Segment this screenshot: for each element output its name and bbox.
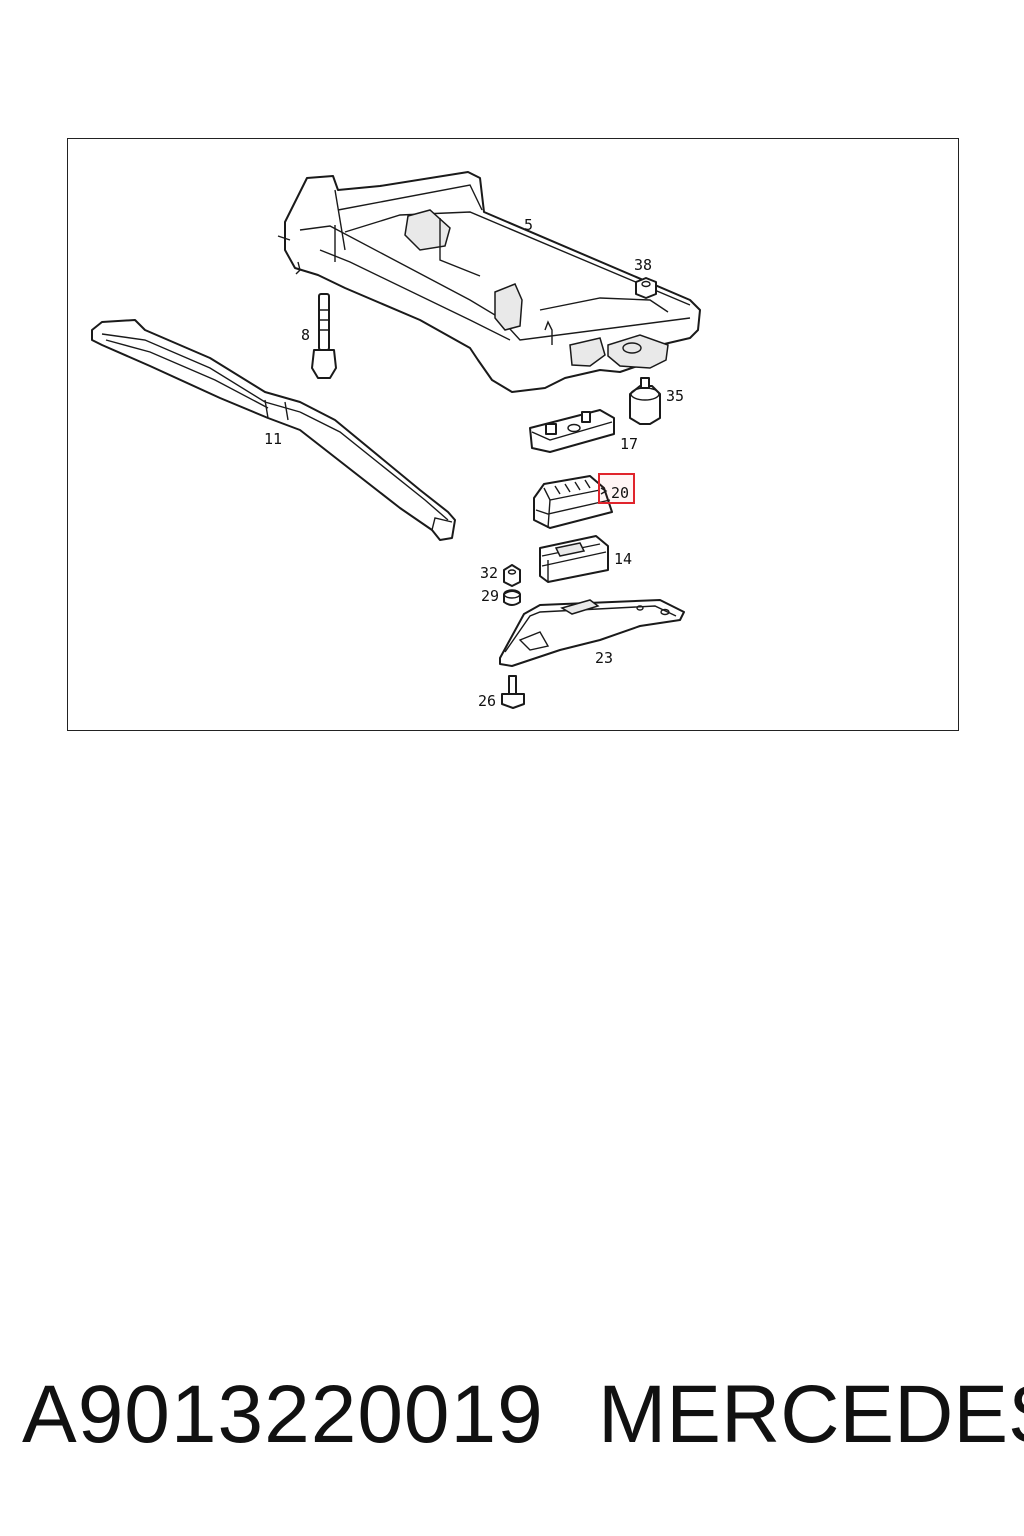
washer-part-29[interactable] — [503, 589, 521, 606]
callout-35[interactable]: 35 — [666, 387, 684, 405]
bolt-part-8[interactable] — [311, 293, 337, 379]
brand-name: MERCEDES — [598, 1369, 1024, 1460]
mount-part-20[interactable] — [533, 475, 613, 529]
nut-part-32[interactable] — [503, 564, 521, 587]
highlight-box-20 — [598, 473, 635, 504]
callout-38[interactable]: 38 — [634, 256, 652, 274]
rubber-mount-part-35[interactable] — [629, 377, 661, 425]
mount-part-14[interactable] — [539, 535, 609, 583]
callout-20[interactable]: 20 — [611, 484, 629, 502]
bracket-plate-part-23[interactable] — [499, 599, 685, 667]
callout-23[interactable]: 23 — [595, 649, 613, 667]
callout-29[interactable]: 29 — [481, 587, 499, 605]
callout-26[interactable]: 26 — [478, 692, 496, 710]
callout-14[interactable]: 14 — [614, 550, 632, 568]
footer: A9013220019 MERCEDES — [22, 1368, 1024, 1478]
nut-part-38[interactable] — [635, 277, 657, 299]
leaf-spring-part-11[interactable] — [91, 319, 456, 541]
callout-17[interactable]: 17 — [620, 435, 638, 453]
plate-part-17[interactable] — [529, 409, 615, 453]
screw-part-26[interactable] — [501, 675, 525, 709]
part-number: A9013220019 — [22, 1369, 544, 1460]
callout-5[interactable]: 5 — [524, 216, 533, 234]
callout-20-pointer — [600, 487, 608, 495]
exploded-parts-diagram: 5 38 8 35 11 17 20 14 32 29 23 26 — [91, 171, 701, 710]
callout-11[interactable]: 11 — [264, 430, 282, 448]
crossmember-part-5[interactable] — [277, 171, 701, 393]
callout-32[interactable]: 32 — [480, 564, 498, 582]
callout-8[interactable]: 8 — [301, 326, 310, 344]
